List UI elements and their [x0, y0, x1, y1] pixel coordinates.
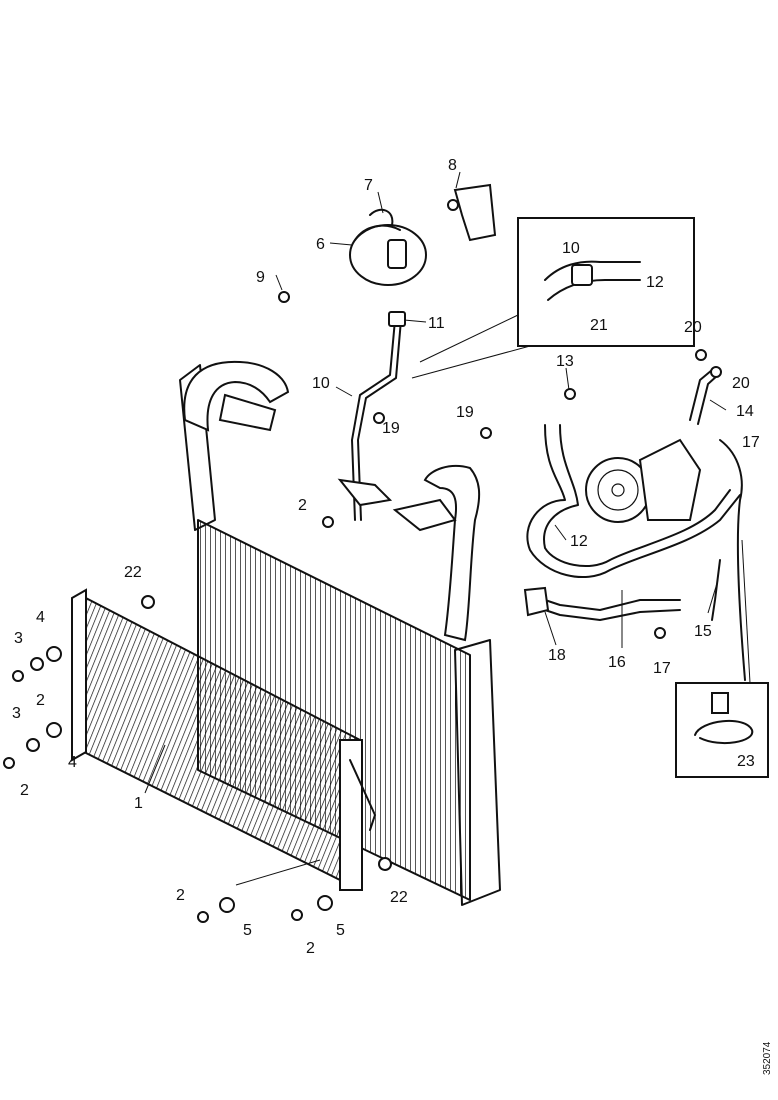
compressor — [585, 438, 702, 523]
callout-1: 1 — [134, 795, 143, 812]
inset-a — [411, 217, 695, 379]
callout-3: 3 — [12, 705, 21, 722]
callout-2: 2 — [298, 497, 307, 514]
callout-2: 2 — [176, 887, 185, 904]
inset-a-label-12: 12 — [646, 274, 664, 291]
callout-12: 12 — [570, 533, 588, 550]
document-id: 352074 — [762, 1041, 773, 1075]
callout-2: 2 — [20, 782, 29, 799]
callout-15: 15 — [694, 623, 712, 640]
callout-2: 2 — [36, 692, 45, 709]
inset-a-label-10: 10 — [562, 240, 580, 257]
leader-lines — [144, 171, 727, 886]
callout-5: 5 — [243, 922, 252, 939]
callout-8: 8 — [448, 157, 457, 174]
ac-pipe-18 — [523, 586, 681, 621]
callout-17: 17 — [742, 434, 760, 451]
ac-hose-14 — [689, 369, 746, 681]
callout-16: 16 — [608, 654, 626, 671]
ac-pipe-10 — [337, 311, 406, 521]
inset-b — [675, 539, 769, 778]
callout-9: 9 — [256, 269, 265, 286]
callout-6: 6 — [316, 236, 325, 253]
callout-7: 7 — [364, 177, 373, 194]
fasteners — [3, 199, 722, 923]
callout-10: 10 — [312, 375, 330, 392]
callouts: 1 2 2 2 2 2 2 3 3 4 4 5 5 6 7 8 9 10 11 … — [12, 157, 760, 957]
condenser-front — [71, 588, 376, 891]
callout-19: 19 — [382, 420, 400, 437]
callout-3: 3 — [14, 630, 23, 647]
ac-hose-12 — [526, 424, 741, 579]
dryer-bracket — [453, 183, 497, 242]
callout-5: 5 — [336, 922, 345, 939]
callout-17: 17 — [653, 660, 671, 677]
inset-a-label-21: 21 — [590, 317, 608, 334]
callout-4: 4 — [68, 754, 77, 771]
intake-hose-left — [183, 360, 290, 432]
inset-b-label-23: 23 — [737, 753, 755, 770]
callout-2: 2 — [306, 940, 315, 957]
callout-14: 14 — [736, 403, 754, 420]
callout-20: 20 — [732, 375, 750, 392]
callout-20: 20 — [684, 319, 702, 336]
callout-11: 11 — [428, 315, 445, 332]
callout-22: 22 — [390, 889, 408, 906]
receiver-dryer — [349, 208, 427, 286]
intake-hose-right — [392, 464, 481, 642]
callout-13: 13 — [556, 353, 574, 370]
ac-pipe-15 — [711, 559, 721, 621]
callout-18: 18 — [548, 647, 566, 664]
callout-22: 22 — [124, 564, 142, 581]
callout-4: 4 — [36, 609, 45, 626]
callout-19: 19 — [456, 404, 474, 421]
